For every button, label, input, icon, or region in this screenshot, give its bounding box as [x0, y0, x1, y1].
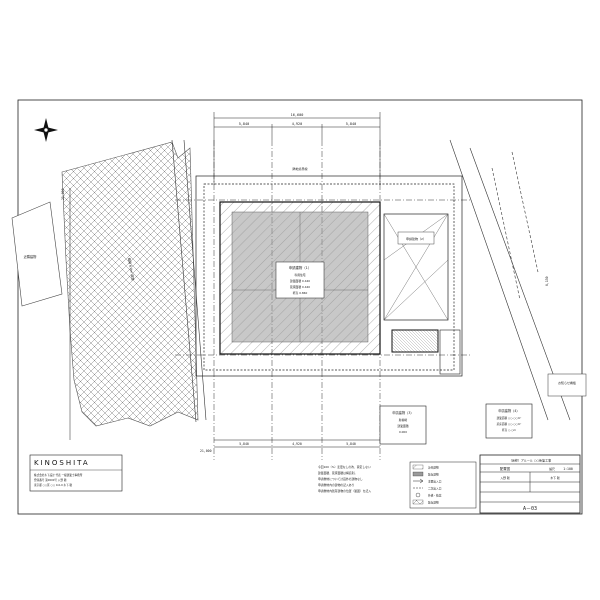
- side-note-box: お知らせ看板: [547, 373, 587, 397]
- svg-text:既存建物: 既存建物: [428, 473, 439, 477]
- adjacent-parcel-hatch: [61, 141, 199, 427]
- svg-text:建築面積、延床面積は構造別。: 建築面積、延床面積は構造別。: [318, 471, 357, 475]
- dim-span-mid: 4,920: [292, 122, 303, 126]
- svg-text:建築面積 ○○.○○m²: 建築面積 ○○.○○m²: [497, 416, 522, 420]
- building-3-line-1: 駐輪場: [399, 418, 408, 422]
- svg-text:株式会社木下設計 代表 一級建築士事務所: 株式会社木下設計 代表 一級建築士事務所: [34, 473, 83, 477]
- dim-span-right: 5,840: [346, 122, 357, 126]
- checked-by: 木下 聡: [550, 476, 559, 480]
- building-3-line-3: 0.000: [399, 430, 407, 434]
- road-label: 幅員 6.0m 道路: [127, 257, 136, 281]
- svg-text:申請敷地内既存建物の位置（範囲）を記入: 申請敷地内既存建物の位置（範囲）を記入: [318, 489, 371, 493]
- svg-text:近隣建物: 近隣建物: [24, 254, 38, 259]
- building-2: 申請建物（2）: [383, 213, 449, 321]
- building-2-title: 申請建物（2）: [406, 236, 426, 241]
- neighbor-building-outline: 近隣建物: [11, 201, 63, 307]
- svg-text:主要出入口: 主要出入口: [428, 480, 442, 484]
- svg-text:お知らせ看板: お知らせ看板: [558, 380, 576, 385]
- svg-text:東京都 ○○区 ○○ 0-0-0 木下 聡: 東京都 ○○区 ○○ 0-0-0 木下 聡: [34, 483, 73, 487]
- building-1-line-3: 延床面積 0.440: [290, 285, 310, 289]
- building-4-label: 申請建物（4） 建築面積 ○○.○○m² 延床面積 ○○.○○m² 軒高 ○.○…: [485, 403, 533, 439]
- sheet-number: A－03: [523, 506, 537, 512]
- svg-text:軒高 ○.○m: 軒高 ○.○m: [502, 428, 516, 432]
- building-1: 申請建物（1） 専用住宅 建築面積 0.440 延床面積 0.440 軒高 0.…: [219, 201, 381, 355]
- firm-block: KINOSHITA 株式会社木下設計 代表 一級建築士事務所 登録番号 第000…: [29, 454, 123, 492]
- building-1-line-2: 建築面積 0.440: [290, 279, 310, 283]
- site-outline: [195, 175, 463, 377]
- drawn-by: 入野 聡: [500, 476, 509, 480]
- building-3-title: 申請建物（3）: [392, 410, 413, 415]
- dim-bottom-span-right: 5,840: [346, 442, 356, 446]
- svg-text:外構・植栽: 外構・植栽: [428, 494, 442, 498]
- title-block: （仮称）アルール ○○新築工事 配置図 縮尺 1:100 入野 聡 木下 聡 A…: [479, 454, 581, 514]
- firm-name: KINOSHITA: [34, 459, 90, 467]
- building-1-title: 申請建物（1）: [289, 265, 312, 270]
- scale-label: 縮尺: [549, 467, 555, 471]
- dim-right-side: 6,150: [545, 276, 549, 286]
- dim-bottom-span-left: 5,840: [239, 442, 249, 446]
- drawing-title: 配置図: [500, 466, 511, 471]
- building-1-line-1: 専用住宅: [294, 273, 305, 277]
- svg-text:申請建物（4）: 申請建物（4）: [498, 408, 519, 413]
- dimension-lines-bottom: [214, 439, 380, 448]
- svg-text:申請敷地内の建物の記入あり: 申請敷地内の建物の記入あり: [318, 483, 355, 487]
- legend-block: 計画建物 既存建物 主要出入口 二次出入口 外構・植栽 既存建物: [409, 461, 477, 509]
- scale-value: 1:100: [563, 467, 573, 471]
- building-3-line-2: 建築面積: [397, 424, 408, 428]
- svg-text:登録番号 第0000号 入野 聡: 登録番号 第0000号 入野 聡: [34, 478, 67, 482]
- svg-text:延床面積 ○○.○○m²: 延床面積 ○○.○○m²: [497, 422, 522, 426]
- svg-text:申請敷地について計画外の建物なし: 申請敷地について計画外の建物なし: [318, 477, 363, 481]
- building-1-line-4: 軒高 0.860: [293, 291, 308, 295]
- dim-bottom-span-mid: 4,920: [292, 442, 302, 446]
- project-name: （仮称）アルール ○○新築工事: [509, 458, 551, 463]
- svg-text:二次出入口: 二次出入口: [428, 487, 442, 491]
- dim-span-left: 5,840: [239, 122, 250, 126]
- dim-bottom-left: 21,000: [200, 449, 212, 453]
- building-3: 申請建物（3） 駐輪場 建築面積 0.000: [379, 329, 461, 445]
- notes-block: 今回100（%）変更なしの為、算定しない 建築面積、延床面積は構造別。 申請敷地…: [318, 465, 371, 493]
- dim-overall-top: 16,600: [291, 113, 304, 117]
- north-arrow-icon: [34, 118, 58, 142]
- svg-text:今回100（%）変更なしの為、算定しない: 今回100（%）変更なしの為、算定しない: [318, 465, 371, 469]
- svg-text:既存建物: 既存建物: [428, 501, 439, 505]
- dim-left-side: 21,000: [61, 188, 65, 200]
- site-label: 隣地境界線: [292, 166, 307, 171]
- svg-text:計画建物: 計画建物: [428, 466, 439, 470]
